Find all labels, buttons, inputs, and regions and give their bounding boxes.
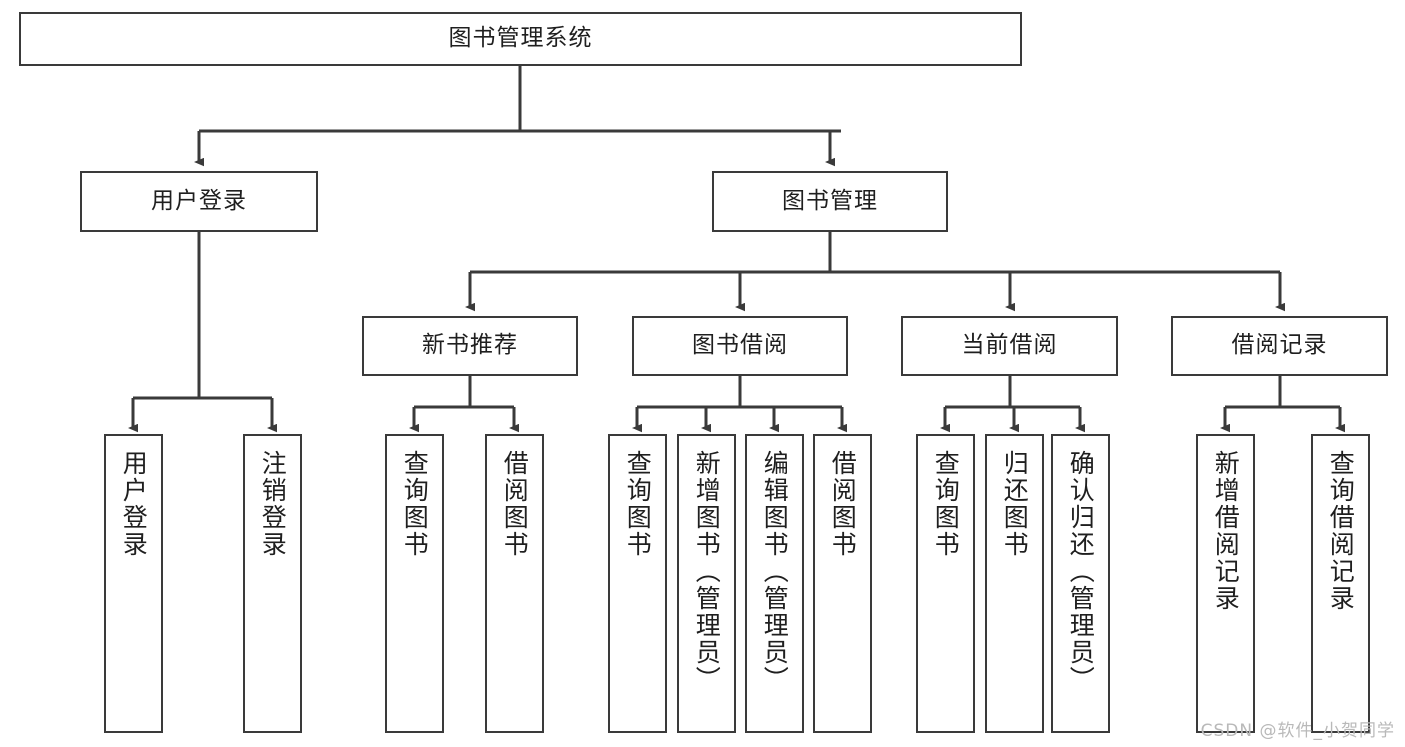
node-root[interactable]: 图书管理系统 — [19, 12, 1022, 66]
leaf-new-book-query[interactable]: 查询图书 — [385, 434, 444, 733]
node-borrow-record[interactable]: 借阅记录 — [1171, 316, 1388, 376]
leaf-current-borrow-return[interactable]: 归还图书 — [985, 434, 1044, 733]
leaf-borrow-record-query[interactable]: 查询借阅记录 — [1311, 434, 1370, 733]
leaf-user-login-logout[interactable]: 注销登录 — [243, 434, 302, 733]
node-book-management[interactable]: 图书管理 — [712, 171, 948, 232]
leaf-label: 归还图书 — [1000, 450, 1030, 558]
leaf-label: 注销登录 — [258, 450, 288, 558]
csdn-watermark: CSDN @软件_小贺同学 — [1200, 721, 1395, 741]
leaf-new-book-borrow[interactable]: 借阅图书 — [485, 434, 544, 733]
leaf-label: 查询图书 — [623, 450, 653, 558]
node-user-login-label: 用户登录 — [151, 187, 247, 214]
leaf-label: 查询借阅记录 — [1326, 450, 1356, 612]
node-user-login[interactable]: 用户登录 — [80, 171, 318, 232]
leaf-label: 确认归还（管理员） — [1066, 450, 1096, 693]
leaf-book-borrow-edit[interactable]: 编辑图书（管理员） — [745, 434, 804, 733]
node-borrow-record-label: 借阅记录 — [1231, 332, 1328, 359]
leaf-book-borrow-borrow[interactable]: 借阅图书 — [813, 434, 872, 733]
leaf-borrow-record-add[interactable]: 新增借阅记录 — [1196, 434, 1255, 733]
leaf-label: 新增借阅记录 — [1211, 450, 1241, 612]
node-book-management-label: 图书管理 — [782, 187, 878, 214]
leaf-label: 查询图书 — [931, 450, 961, 558]
leaf-book-borrow-add[interactable]: 新增图书（管理员） — [677, 434, 736, 733]
leaf-label: 用户登录 — [119, 450, 149, 558]
leaf-user-login-login[interactable]: 用户登录 — [104, 434, 163, 733]
leaf-book-borrow-query[interactable]: 查询图书 — [608, 434, 667, 733]
leaf-label: 查询图书 — [400, 450, 430, 558]
node-new-book-recommend[interactable]: 新书推荐 — [362, 316, 578, 376]
leaf-label: 借阅图书 — [500, 450, 530, 558]
leaf-current-borrow-query[interactable]: 查询图书 — [916, 434, 975, 733]
leaf-label: 新增图书（管理员） — [692, 450, 722, 693]
node-root-label: 图书管理系统 — [448, 25, 593, 52]
leaf-label: 编辑图书（管理员） — [760, 450, 790, 693]
leaf-label: 借阅图书 — [828, 450, 858, 558]
node-book-borrow[interactable]: 图书借阅 — [632, 316, 848, 376]
node-current-borrow-label: 当前借阅 — [961, 332, 1058, 359]
node-book-borrow-label: 图书借阅 — [692, 332, 788, 359]
node-new-book-recommend-label: 新书推荐 — [422, 332, 518, 359]
leaf-current-borrow-confirm-return[interactable]: 确认归还（管理员） — [1051, 434, 1110, 733]
node-current-borrow[interactable]: 当前借阅 — [901, 316, 1118, 376]
